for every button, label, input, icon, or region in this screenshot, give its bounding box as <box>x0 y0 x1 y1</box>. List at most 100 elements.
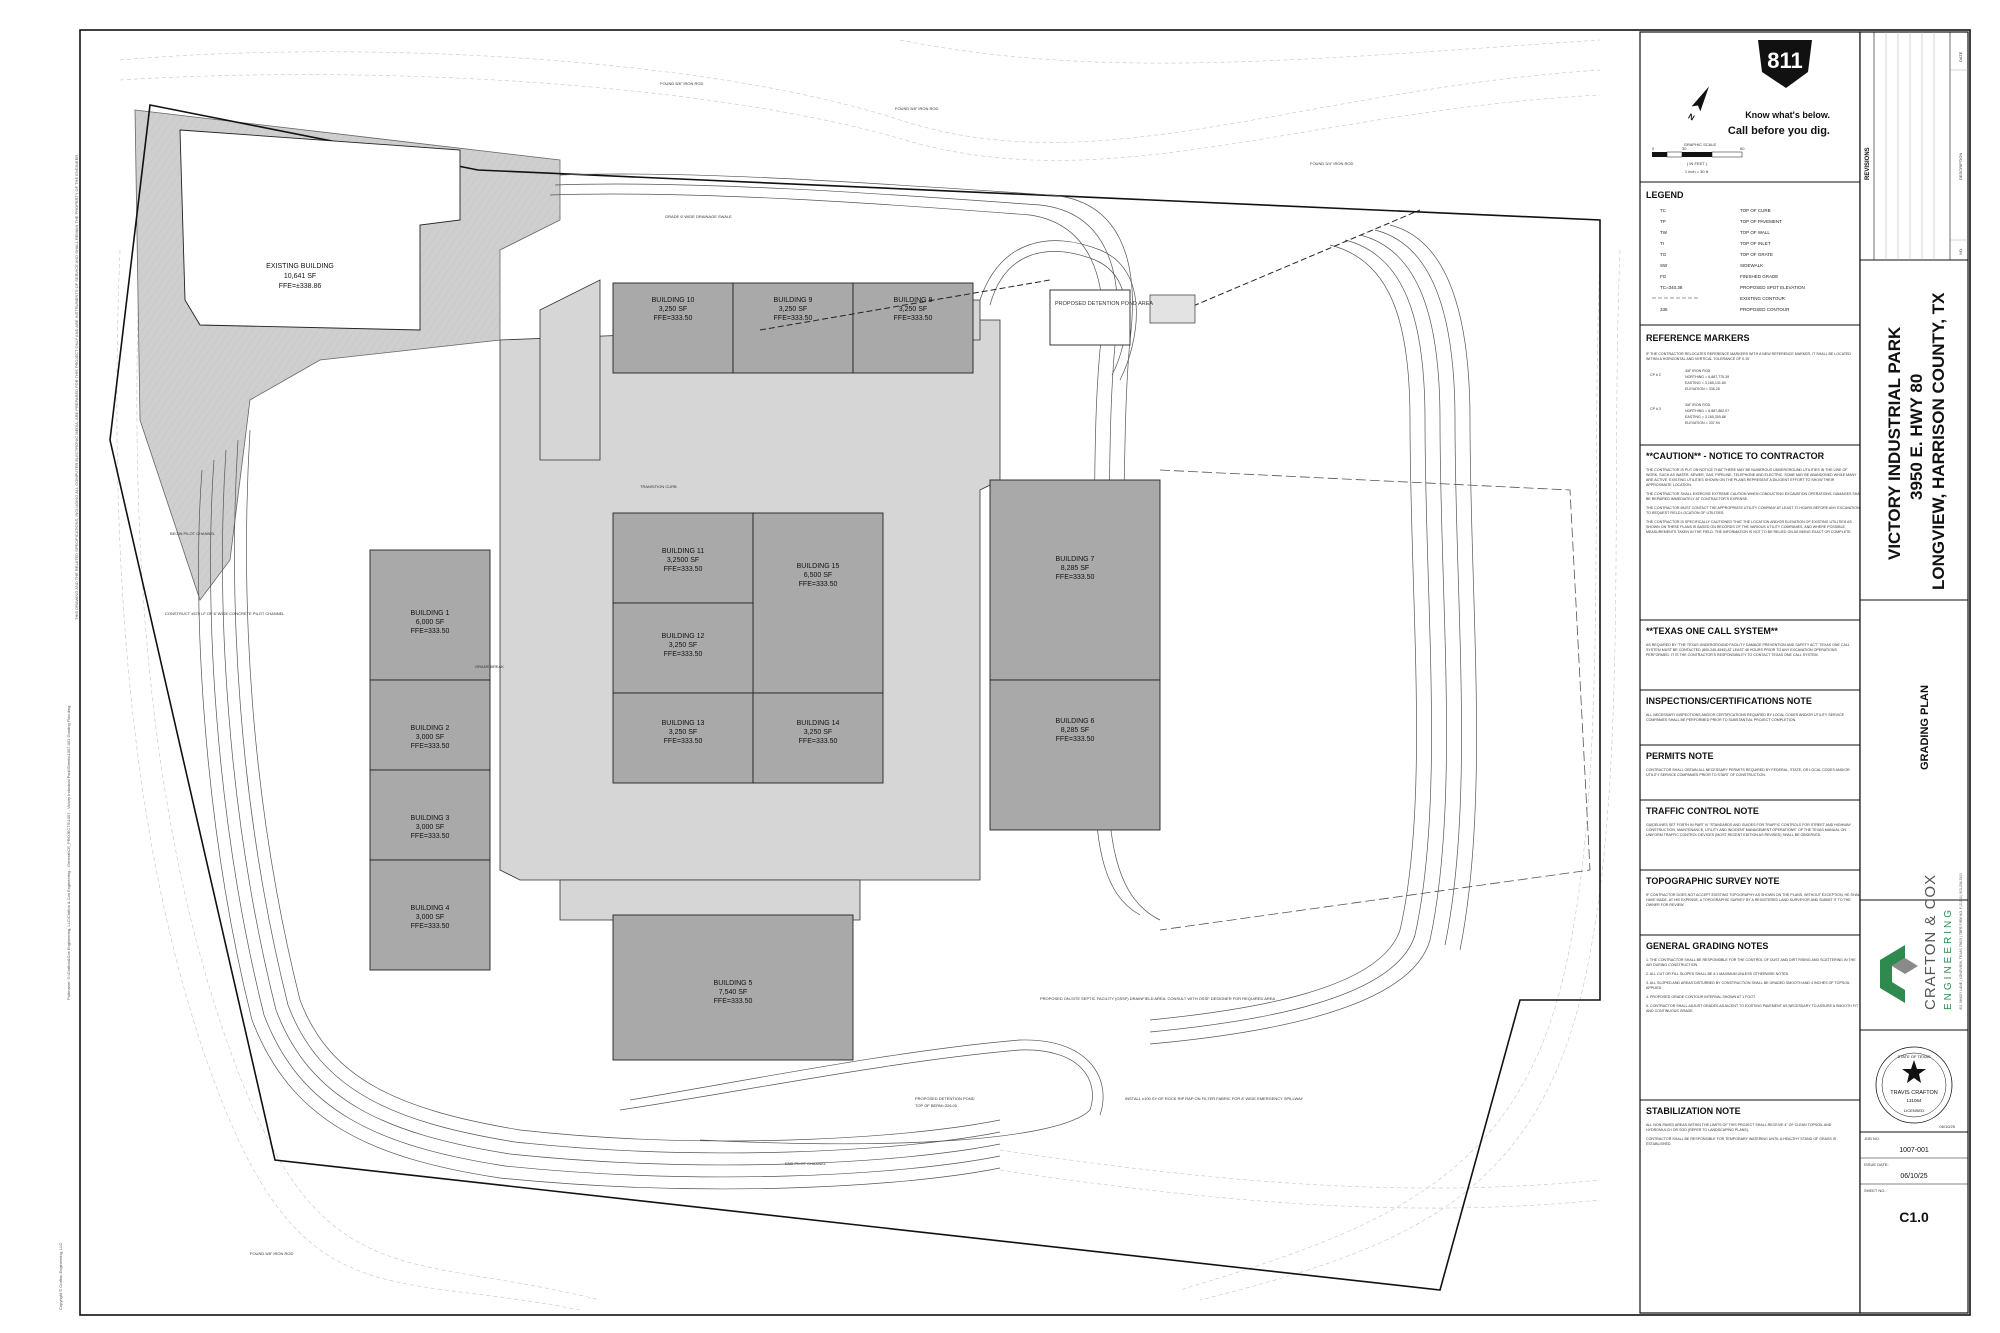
north-arrow-icon: N <box>1686 86 1709 123</box>
note-body: IF CONTRACTOR DOES NOT ACCEPT EXISTING T… <box>1646 893 1862 907</box>
legend-desc: EXISTING CONTOUR <box>1740 296 1786 301</box>
reference-markers: REFERENCE MARKERS IF THE CONTRACTOR RELO… <box>1646 333 1851 425</box>
drawing-path-text: Pathname: G:\Crafton&Cox Engineering, LL… <box>66 706 71 1000</box>
job-info: JOB NO. 1007-001 ISSUE DATE: 06/10/25 SH… <box>1860 1136 1968 1225</box>
legend-desc: FINISHED GRADE <box>1740 274 1778 279</box>
seal-number: 131064 <box>1906 1098 1922 1103</box>
rock-riprap <box>1149 294 1196 324</box>
note-body: ALL NON-PAVED AREAS WITHIN THE LIMITS OF… <box>1646 1123 1832 1132</box>
building-label-ffe: FFE=333.50 <box>799 738 838 745</box>
firm-subtitle: ENGINEERING <box>1943 907 1954 1010</box>
note-body: 3. ALL SLOPED AND AREAS DISTURBED BY CON… <box>1646 981 1850 990</box>
dig-line-1: Know what's below. <box>1745 110 1830 120</box>
note-body: THE CONTRACTOR SHALL EXERCISE EXTREME CA… <box>1646 492 1864 501</box>
building-label-name: BUILDING 7 <box>1056 556 1095 563</box>
building-label-area: 3,000 SF <box>416 914 444 921</box>
marker-line: 3/8" IRON ROD <box>1685 369 1711 373</box>
marker-line: EASTING = 3,165,131.60 <box>1685 381 1726 385</box>
end-pilot-label: END PILOT CHANNEL <box>785 1161 827 1166</box>
disclaimer-text: THIS DRAWING AND THE RELATED SPECIFICATI… <box>74 154 79 620</box>
building-label-ffe: FFE=333.50 <box>1056 574 1095 581</box>
scale-ratio: 1 inch = 30 ft. <box>1685 169 1709 174</box>
scale-tick: 60 <box>1740 146 1745 151</box>
grade-break-label: GRADE BREAK <box>475 664 504 669</box>
building-label-name: BUILDING 6 <box>1056 718 1095 725</box>
building-label-name: BUILDING 10 <box>652 297 695 304</box>
legend-desc: TOP OF INLET <box>1740 241 1771 246</box>
building-label-name: BUILDING 1 <box>411 610 450 617</box>
note-title: **TEXAS ONE CALL SYSTEM** <box>1646 626 1778 636</box>
building-label-area: 3,250 SF <box>804 729 832 736</box>
svg-text:N: N <box>1686 112 1696 123</box>
building-label-name: BUILDING 2 <box>411 725 450 732</box>
dig-line-2: Call before you dig. <box>1728 125 1830 137</box>
legend-code: TC <box>1660 208 1667 213</box>
building-label-area: 3,250 SF <box>669 729 697 736</box>
building-11 <box>612 512 754 604</box>
building-label-ffe: FFE=333.50 <box>714 998 753 1005</box>
legend-code: 335 <box>1660 307 1668 312</box>
building-label-area: 3,000 SF <box>416 824 444 831</box>
building-4 <box>369 859 491 971</box>
building-3 <box>369 769 491 861</box>
note-body: ALL NECESSARY INSPECTIONS AND/OR CERTIFI… <box>1646 713 1845 722</box>
legend-code: TW <box>1660 230 1668 235</box>
fence-line <box>1159 469 1591 931</box>
building-label-area: 7,540 SF <box>719 989 747 996</box>
marker-line: ELEVATION = 336.28 <box>1685 387 1720 391</box>
seal-star-icon <box>1902 1060 1926 1083</box>
seal-state: STATE OF TEXAS <box>1897 1054 1930 1059</box>
plan-callouts: PROPOSED DETENTION POND AREA PROPOSED DE… <box>165 81 1354 1256</box>
project-city: LONGVIEW, HARRISON COUNTY, TX <box>1929 292 1948 590</box>
dig-banner: 811 Know what's below. Call before you d… <box>1728 40 1830 137</box>
building-label-area: 3,250 SF <box>659 306 687 313</box>
legend-code: SW <box>1660 263 1668 268</box>
marker-id: CP # 3 <box>1650 407 1661 411</box>
transition-curb-label: TRANSITION CURB <box>640 484 677 489</box>
note-body: 5. CONTRACTOR SHALL ADJUST GRADES ADJACE… <box>1646 1004 1859 1013</box>
building-label-name: EXISTING BUILDING <box>266 263 334 270</box>
building-label-area: 10,641 SF <box>284 273 316 280</box>
legend-code: FG <box>1660 274 1667 279</box>
marker-line: NORTHING = 6,887,775.39 <box>1685 375 1729 379</box>
revisions-table: REVISIONS NO. DESCRIPTION DATE <box>1860 32 1968 261</box>
legend-desc: TOP OF WALL <box>1740 230 1770 235</box>
building-label-ffe: FFE=333.50 <box>411 743 450 750</box>
marker-id: CP # 2 <box>1650 373 1661 377</box>
septic-label: PROPOSED ON-SITE SEPTIC FACILITY (OSSF) … <box>1040 996 1275 1001</box>
pond-top-label: TOP OF BERM=326.00 <box>915 1103 958 1108</box>
building-label-area: 8,285 SF <box>1061 565 1089 572</box>
project-title: VICTORY INDUSTRIAL PARK 3950 E. HWY 80 L… <box>1885 292 1948 590</box>
note-title: TRAFFIC CONTROL NOTE <box>1646 806 1759 816</box>
building-label-name: BUILDING 13 <box>662 720 705 727</box>
building-label-area: 3,250 SF <box>899 306 927 313</box>
copyright-text: Copyright © Crafton Engineering, LLC <box>58 1242 63 1310</box>
building-label-ffe: FFE=333.50 <box>774 315 813 322</box>
note-body: AS REQUIRED BY "THE TEXAS UNDERGROUND FA… <box>1646 643 1850 657</box>
building-label-name: BUILDING 11 <box>662 548 704 555</box>
detention-pond-north <box>1049 289 1131 346</box>
legend-desc: PROPOSED SPOT ELEVATION <box>1740 285 1805 290</box>
iron-rod-label: FOUND 3/4" IRON ROD <box>1310 161 1354 166</box>
rock-riprap-label: INSTALL ±100 SY OF ROCK RIP RAP ON FILTE… <box>1125 1096 1303 1101</box>
scale-tick: 30 <box>1682 146 1687 151</box>
revisions-col-desc: DESCRIPTION <box>1958 153 1963 180</box>
marker-line: EASTING = 3,165,305.86 <box>1685 415 1726 419</box>
storm-pipes <box>759 209 1421 331</box>
legend-code: TP <box>1660 219 1666 224</box>
building-15 <box>752 512 884 694</box>
reference-markers-intro: IF THE CONTRACTOR RELOCATES REFERENCE MA… <box>1646 352 1851 361</box>
building-label-area: 3,250 SF <box>669 642 697 649</box>
swale-label: GRADE 6' WIDE DRAINAGE SWALE <box>665 214 732 219</box>
building-label-area: 3,000 SF <box>416 734 444 741</box>
legend-code: TG <box>1660 252 1667 257</box>
legend-desc: TOP OF GRATE <box>1740 252 1773 257</box>
building-label-ffe: FFE=333.50 <box>894 315 933 322</box>
building-label-name: BUILDING 4 <box>411 905 450 912</box>
job-no: 1007-001 <box>1899 1147 1929 1154</box>
building-7 <box>989 479 1161 681</box>
firm-info: 401 SHADY LANE | LONGVIEW, TEXAS 75605 |… <box>1959 873 1963 1010</box>
firm-logo: CRAFTON & COX ENGINEERING 401 SHADY LANE… <box>1880 873 1963 1010</box>
building-label-ffe: FFE=333.50 <box>664 566 703 573</box>
